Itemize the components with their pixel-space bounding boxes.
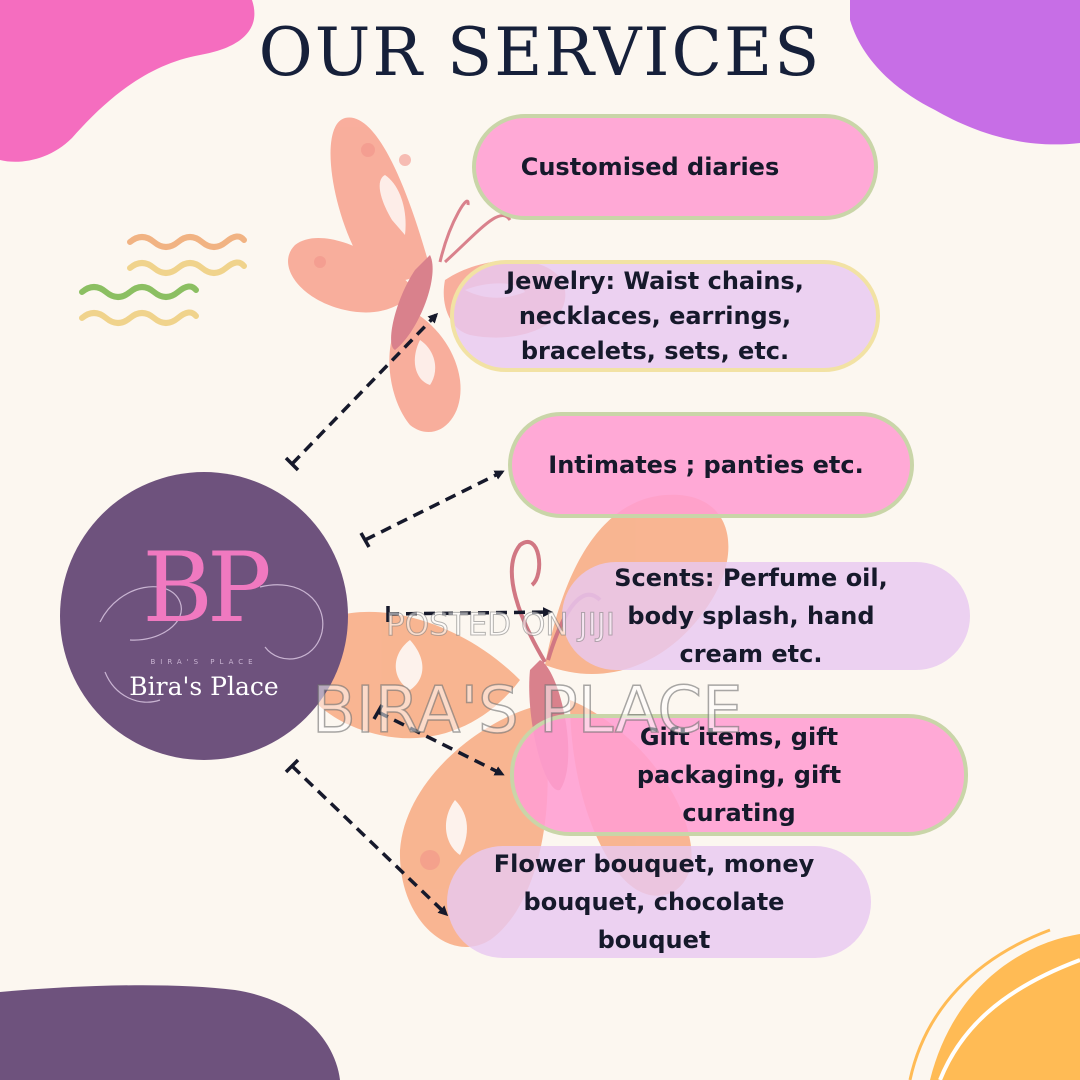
service-bouquets: Flower bouquet, money bouquet, chocolate… <box>447 846 871 958</box>
purple-blob <box>850 0 1080 145</box>
service-gift-items: Gift items, gift packaging, gift curatin… <box>510 714 968 836</box>
service-text: Intimates ; panties etc. <box>548 446 863 484</box>
service-line: bouquet <box>597 926 711 954</box>
service-text: Jewelry: Waist chains, necklaces, earrin… <box>506 264 804 369</box>
service-line: Scents: Perfume oil, <box>614 564 888 592</box>
service-line: necklaces, earrings, <box>518 301 792 330</box>
service-text: Scents: Perfume oil, body splash, hand c… <box>614 559 888 673</box>
service-line: bracelets, sets, etc. <box>520 336 790 365</box>
service-line: Customised diaries <box>520 153 780 181</box>
pink-blob <box>0 0 255 162</box>
page-title: OUR SERVICES <box>258 14 822 91</box>
purple-blob-bottom <box>0 985 340 1080</box>
service-line: Gift items, gift <box>639 723 839 751</box>
service-line: body splash, hand <box>627 602 875 630</box>
squiggle-lines-icon <box>79 233 247 326</box>
service-line: cream etc. <box>679 640 823 668</box>
orange-blob <box>930 934 1080 1080</box>
service-line: Intimates ; panties etc. <box>548 451 864 479</box>
service-line: packaging, gift <box>636 761 842 789</box>
logo-swirl-icon <box>99 584 324 703</box>
service-line: Flower bouquet, money <box>493 850 815 878</box>
service-line: bouquet, chocolate <box>523 888 785 916</box>
service-text: Customised diaries <box>521 148 780 186</box>
service-line: curating <box>682 799 796 827</box>
logo-name: Bira's Place <box>129 672 279 701</box>
service-intimates: Intimates ; panties etc. <box>508 412 914 518</box>
service-jewelry: Jewelry: Waist chains, necklaces, earrin… <box>450 260 880 372</box>
service-customised-diaries: Customised diaries <box>472 114 878 220</box>
logo-tagline: BIRA'S PLACE <box>150 658 258 666</box>
service-line: Jewelry: Waist chains, <box>506 266 804 295</box>
service-text: Gift items, gift packaging, gift curatin… <box>637 718 841 832</box>
watermark-brand: BIRA'S PLACE <box>311 673 743 749</box>
service-text: Flower bouquet, money bouquet, chocolate… <box>494 845 815 959</box>
logo-monogram: BP <box>142 532 271 644</box>
watermark-posted-on-jiji: POSTED ON JIJI <box>385 607 616 644</box>
service-scents: Scents: Perfume oil, body splash, hand c… <box>562 562 970 670</box>
brand-logo: BP BIRA'S PLACE Bira's Place <box>60 472 348 760</box>
